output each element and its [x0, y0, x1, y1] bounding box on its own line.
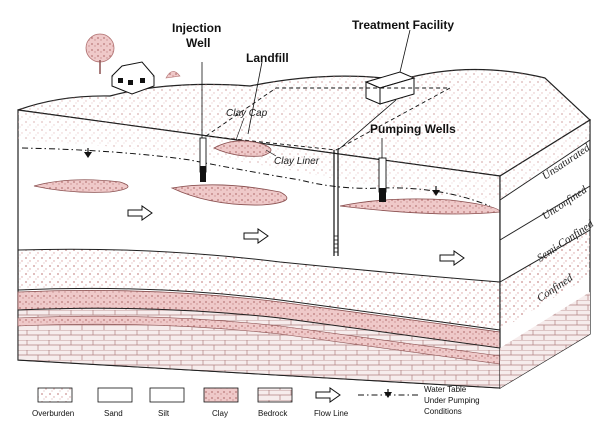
- legend-swatch-clay: [203, 387, 239, 403]
- water-table-line: [21, 147, 491, 207]
- bedrock-layer: [17, 307, 501, 389]
- flow-arrow-2: [243, 228, 269, 244]
- injection-well: [199, 62, 207, 182]
- side-bedrock: [500, 292, 590, 388]
- legend-label-bedrock: Bedrock: [258, 409, 288, 418]
- legend-label-water-table-2: Under Pumping: [424, 396, 480, 405]
- treatment-facility-building: [364, 71, 416, 105]
- legend-label-water-table-1: Water Table: [424, 385, 467, 394]
- label-pumping-wells: Pumping Wells: [370, 122, 456, 136]
- clay-cap-leader: [235, 117, 245, 141]
- legend-label-sand: Sand: [104, 409, 123, 418]
- label-clay-liner: Clay Liner: [274, 156, 320, 167]
- landfill-boundary: [204, 87, 451, 151]
- legend-swatch-sand: [97, 387, 133, 403]
- ground-surface-speckle: [18, 69, 590, 176]
- side-divider-2: [499, 185, 591, 241]
- center-well: [333, 150, 339, 256]
- legend-swatch-bedrock: [257, 387, 293, 403]
- side-divider-1: [499, 139, 591, 201]
- pumping-well: [378, 138, 387, 202]
- legend-label-clay: Clay: [212, 409, 228, 418]
- clay-lens-center: [170, 184, 288, 206]
- clay-lens-left: [33, 179, 129, 193]
- landscape-shrub: [165, 71, 181, 79]
- house-icon: [111, 61, 155, 95]
- label-injection-well-line1: Injection: [172, 21, 221, 35]
- legend-flow-line-arrow: [315, 387, 341, 403]
- legend-label-water-table-3: Conditions: [424, 407, 462, 416]
- legend-label-flow-line: Flow Line: [314, 409, 349, 418]
- clay-liner-leader: [265, 149, 277, 157]
- side-confining: [500, 230, 590, 330]
- label-landfill: Landfill: [246, 51, 289, 65]
- legend: Overburden Sand Silt Clay Bedrock Flow L…: [32, 385, 480, 418]
- flow-arrow-3: [439, 250, 465, 266]
- treatment-leader: [399, 29, 411, 73]
- flow-arrow-1: [127, 205, 153, 221]
- water-table-marker-right: [432, 186, 440, 196]
- tree-icon: [85, 33, 115, 74]
- label-injection-well-line2: Well: [186, 36, 210, 50]
- label-treatment-facility: Treatment Facility: [352, 18, 454, 32]
- legend-label-overburden: Overburden: [32, 409, 74, 418]
- treatment-pipe: [337, 99, 397, 151]
- legend-swatch-overburden: [37, 387, 73, 403]
- legend-swatch-silt: [149, 387, 185, 403]
- side-divider-3: [499, 229, 591, 283]
- side-unsaturated: [500, 120, 590, 200]
- clay-cap: [213, 140, 272, 157]
- water-table-marker-left: [84, 148, 92, 158]
- legend-water-table-symbol: [358, 389, 420, 398]
- label-clay-cap: Clay Cap: [226, 108, 268, 119]
- clay-lens-right: [339, 198, 501, 215]
- legend-label-silt: Silt: [158, 409, 170, 418]
- landfill-leader: [247, 61, 263, 135]
